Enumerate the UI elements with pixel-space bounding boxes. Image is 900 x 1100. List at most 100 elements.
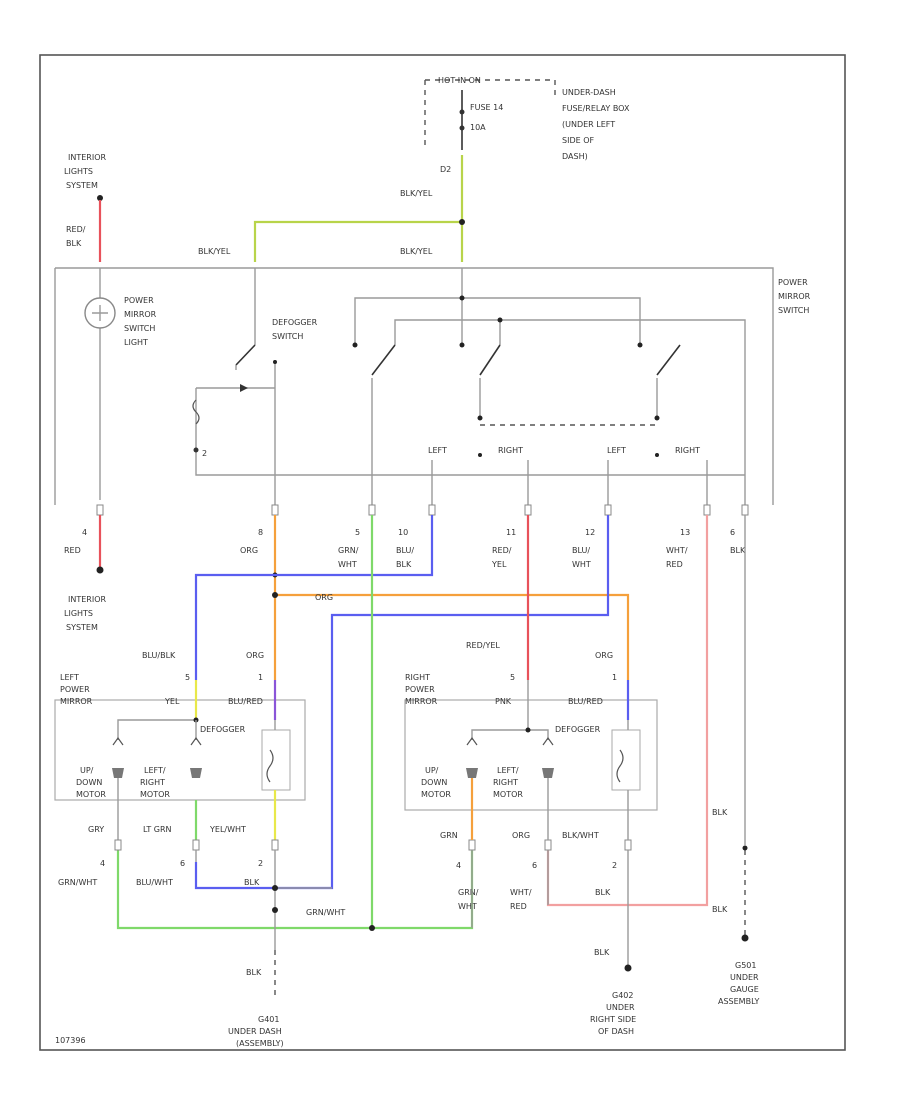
defogger-switch-label-1: DEFOGGER [272,318,318,327]
right-wht-red-label-1: WHT/ [510,888,532,897]
right-updown-motor-icon [466,768,478,778]
blu-blk-label: BLU/BLK [142,651,176,660]
svg-text:MOTOR: MOTOR [421,790,451,799]
right-org-label: ORG [512,831,530,840]
svg-text:DOWN: DOWN [421,778,447,787]
g401-label-3: (ASSEMBLY) [236,1039,284,1048]
svg-text:8: 8 [258,528,263,537]
right-power-mirror: RIGHT POWER MIRROR 5 1 PNK BLU/RED DEFOG… [404,673,658,840]
switch-title-1: POWER [778,278,808,287]
right-leftright-motor-icon [542,768,554,778]
left-gry-label: GRY [88,825,104,834]
svg-text:1: 1 [612,673,617,682]
left-defogger-heater-icon [266,749,274,783]
left-leftright-motor-icon [190,768,202,778]
svg-text:BLU/: BLU/ [396,546,414,555]
fuse-amps: 10A [470,123,486,132]
svg-text:6: 6 [730,528,735,537]
svg-text:RED: RED [666,560,683,569]
fuse-box-line-2: FUSE/RELAY BOX [562,104,630,113]
svg-text:MIRROR: MIRROR [60,697,93,706]
terminal-2-label: 2 [202,449,207,458]
right-defogger-heater-icon [616,749,624,783]
blk-g401-label: BLK [246,968,262,977]
switch-light-label-3: SWITCH [124,324,155,333]
svg-text:DEFOGGER: DEFOGGER [555,725,601,734]
wire-blu-wht [194,515,610,890]
source-pin: D2 [440,165,451,174]
fuse-box-line-1: UNDER-DASH [562,88,616,97]
switch-light-label-1: POWER [124,296,154,305]
fuse-box: HOT IN ON FUSE 14 10A UNDER-DASH FUSE/RE… [400,76,630,198]
right-wht-red-label-2: RED [510,902,527,911]
blk-yel-right-label: BLK/YEL [400,247,433,256]
svg-text:2: 2 [258,859,263,868]
selector-switch-2 [479,344,501,376]
wire-grn-wht [116,515,374,930]
selector-left2-label: LEFT [607,446,626,455]
red-blk-label-1: RED/ [66,225,86,234]
interior-lights-top-2: LIGHTS [64,167,93,176]
right-grn-wht-label-2: WHT [458,902,477,911]
fuse-box-line-5: DASH) [562,152,588,161]
svg-text:YEL: YEL [164,697,180,706]
svg-text:BLU/RED: BLU/RED [568,697,603,706]
org-right-label: ORG [595,651,613,660]
selector-switch-3 [656,344,681,376]
interior-lights-top-3: SYSTEM [66,181,98,190]
blk-yel-left-label: BLK/YEL [198,247,231,256]
wire-blk-yel [253,155,464,262]
svg-text:4: 4 [100,859,105,868]
svg-text:DEFOGGER: DEFOGGER [200,725,246,734]
g402-label-2: UNDER [606,1003,635,1012]
blk-right-col2-label: BLK [712,905,728,914]
fuse-box-line-3: (UNDER LEFT [562,120,615,129]
red-blk-label-2: BLK [66,239,82,248]
svg-text:LEFT/: LEFT/ [497,766,519,775]
svg-text:RED: RED [64,546,81,555]
svg-text:MOTOR: MOTOR [493,790,523,799]
svg-text:4: 4 [82,528,87,537]
interior-lights-bottom-3: SYSTEM [66,623,98,632]
left-blu-wht-label: BLU/WHT [136,878,173,887]
svg-text:PNK: PNK [495,697,512,706]
diagram-frame [39,54,846,1051]
svg-text:POWER: POWER [60,685,90,694]
grn-wht-bottom-label: GRN/WHT [306,908,345,917]
svg-text:6: 6 [180,859,185,868]
relay-coil-icon [192,399,200,425]
left-updown-motor-icon [112,768,124,778]
splice-point [459,219,465,225]
svg-text:LEFT/: LEFT/ [144,766,166,775]
right-blk-wht-label: BLK/WHT [562,831,599,840]
svg-text:UP/: UP/ [80,766,94,775]
org-horizontal-label: ORG [315,593,333,602]
svg-text:GRN/: GRN/ [338,546,359,555]
switch-title-2: MIRROR [778,292,811,301]
svg-text:11: 11 [506,528,516,537]
blk-right-col-label: BLK [712,808,728,817]
power-mirror-switch-outline [55,267,774,505]
fuse-box-line-4: SIDE OF [562,136,594,145]
svg-text:DOWN: DOWN [76,778,102,787]
org-left-label: ORG [246,651,264,660]
g402-label-1: G402 [612,991,633,1000]
svg-text:6: 6 [532,861,537,870]
defogger-switch-contact [235,344,256,366]
svg-text:RIGHT: RIGHT [140,778,165,787]
left-power-mirror: LEFT POWER MIRROR 5 1 YEL BLU/RED DEFOGG… [54,673,306,840]
g402-label-4: OF DASH [598,1027,634,1036]
svg-text:RIGHT: RIGHT [405,673,430,682]
svg-text:WHT: WHT [338,560,357,569]
source-wire-label: BLK/YEL [400,189,433,198]
interior-lights-bottom-2: LIGHTS [64,609,93,618]
diagram-id: 107396 [55,1036,86,1045]
fuse-icon [459,109,465,115]
selector-right2-label: RIGHT [675,446,700,455]
red-yel-label: RED/YEL [466,641,500,650]
g501-label-1: G501 [735,961,756,970]
switch-pins: 4 RED 8 ORG 5 GRN/ WHT 10 BLU/ BLK 11 RE… [64,528,746,569]
svg-text:RIGHT: RIGHT [493,778,518,787]
svg-text:MOTOR: MOTOR [140,790,170,799]
